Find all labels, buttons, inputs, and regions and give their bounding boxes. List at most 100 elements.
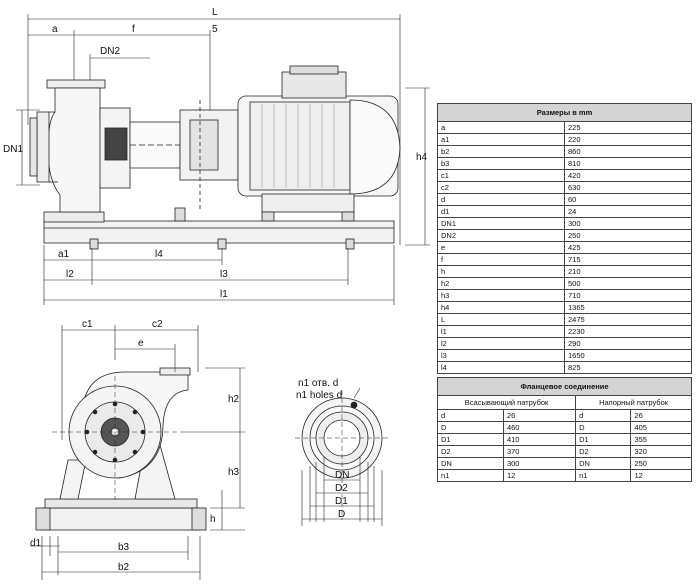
flange-value: 26 bbox=[502, 409, 577, 422]
dimension-symbol: h bbox=[437, 265, 565, 278]
flange-symbol: d bbox=[437, 409, 504, 422]
label-l1: l1 bbox=[220, 289, 228, 300]
dimensions-table-title: Размеры в mm bbox=[437, 103, 692, 122]
label-DN2: DN2 bbox=[100, 46, 120, 57]
flange-value: 320 bbox=[630, 445, 692, 458]
dimension-symbol: c2 bbox=[437, 181, 565, 194]
dimension-symbol: f bbox=[437, 253, 565, 266]
side-view bbox=[29, 65, 401, 250]
discharge-label: Напорный патрубок bbox=[575, 395, 692, 410]
dimension-symbol: a bbox=[437, 121, 565, 134]
label-h: h bbox=[210, 514, 216, 525]
dimension-symbol: l1 bbox=[437, 325, 565, 338]
dimension-value: 60 bbox=[564, 193, 692, 206]
label-l2: l2 bbox=[66, 269, 74, 280]
flange-symbol: DN bbox=[575, 457, 632, 470]
dimension-value: 225 bbox=[564, 121, 692, 134]
dimension-labels: L a f 5 DN2 DN1 h4 a1 l4 l2 l3 l1 c1 c2 … bbox=[3, 7, 428, 573]
dimension-value: 425 bbox=[564, 241, 692, 254]
label-DN: DN bbox=[335, 470, 349, 481]
dimension-symbol: a1 bbox=[437, 133, 565, 146]
suction-label: Всасывающий патрубок bbox=[436, 395, 577, 410]
flange-symbol: D bbox=[575, 421, 632, 434]
flange-symbol: d bbox=[575, 409, 632, 422]
dimension-value: 24 bbox=[564, 205, 692, 218]
label-b2: b2 bbox=[118, 562, 130, 573]
side-view-dimensions bbox=[16, 14, 430, 305]
dimension-value: 210 bbox=[564, 265, 692, 278]
flange-value: 26 bbox=[630, 409, 692, 422]
label-b3: b3 bbox=[118, 542, 130, 553]
dimension-symbol: l4 bbox=[437, 361, 565, 374]
flange-symbol: D2 bbox=[437, 445, 504, 458]
flange-value: 405 bbox=[630, 421, 692, 434]
dimension-value: 2230 bbox=[564, 325, 692, 338]
front-view-dimensions bbox=[30, 325, 245, 580]
label-e: e bbox=[138, 338, 144, 349]
label-f: f bbox=[132, 24, 135, 35]
flange-symbol: D1 bbox=[575, 433, 632, 446]
dimension-value: 810 bbox=[564, 157, 692, 170]
dimension-symbol: h3 bbox=[437, 289, 565, 302]
dimension-symbol: b2 bbox=[437, 145, 565, 158]
label-h4: h4 bbox=[416, 152, 428, 163]
flange-value: 355 bbox=[630, 433, 692, 446]
dimension-symbol: d1 bbox=[437, 205, 565, 218]
flange-value: 460 bbox=[502, 421, 577, 434]
label-l3: l3 bbox=[220, 269, 228, 280]
dimension-symbol: d bbox=[437, 193, 565, 206]
flange-value: 370 bbox=[502, 445, 577, 458]
flange-table-title: Фланцевое соединение bbox=[437, 377, 692, 396]
dimension-symbol: l3 bbox=[437, 349, 565, 362]
flange-value: 12 bbox=[502, 469, 577, 482]
flange-symbol: DN bbox=[437, 457, 504, 470]
label-D2: D2 bbox=[335, 483, 348, 494]
label-a1: a1 bbox=[58, 249, 70, 260]
label-D1: D1 bbox=[335, 496, 348, 507]
dimension-value: 710 bbox=[564, 289, 692, 302]
dimension-value: 825 bbox=[564, 361, 692, 374]
flange-value: 12 bbox=[630, 469, 692, 482]
flange-symbol: n1 bbox=[437, 469, 504, 482]
label-a: a bbox=[52, 24, 58, 35]
label-5: 5 bbox=[212, 24, 218, 35]
flange-value: 410 bbox=[502, 433, 577, 446]
flange-view bbox=[295, 387, 390, 520]
label-c1: c1 bbox=[82, 319, 93, 330]
label-l4: l4 bbox=[155, 249, 163, 260]
dimension-value: 500 bbox=[564, 277, 692, 290]
flange-symbol: D bbox=[437, 421, 504, 434]
dimension-symbol: h4 bbox=[437, 301, 565, 314]
dimension-symbol: DN2 bbox=[437, 229, 565, 242]
flange-symbol: D2 bbox=[575, 445, 632, 458]
dimension-value: 220 bbox=[564, 133, 692, 146]
flange-value: 250 bbox=[630, 457, 692, 470]
label-d1: d1 bbox=[30, 538, 42, 549]
dimension-symbol: e bbox=[437, 241, 565, 254]
label-n1-holes-ru: n1 отв. d bbox=[298, 378, 338, 389]
label-h3: h3 bbox=[228, 467, 240, 478]
label-h2: h2 bbox=[228, 394, 240, 405]
dimension-value: 860 bbox=[564, 145, 692, 158]
dimension-value: 715 bbox=[564, 253, 692, 266]
